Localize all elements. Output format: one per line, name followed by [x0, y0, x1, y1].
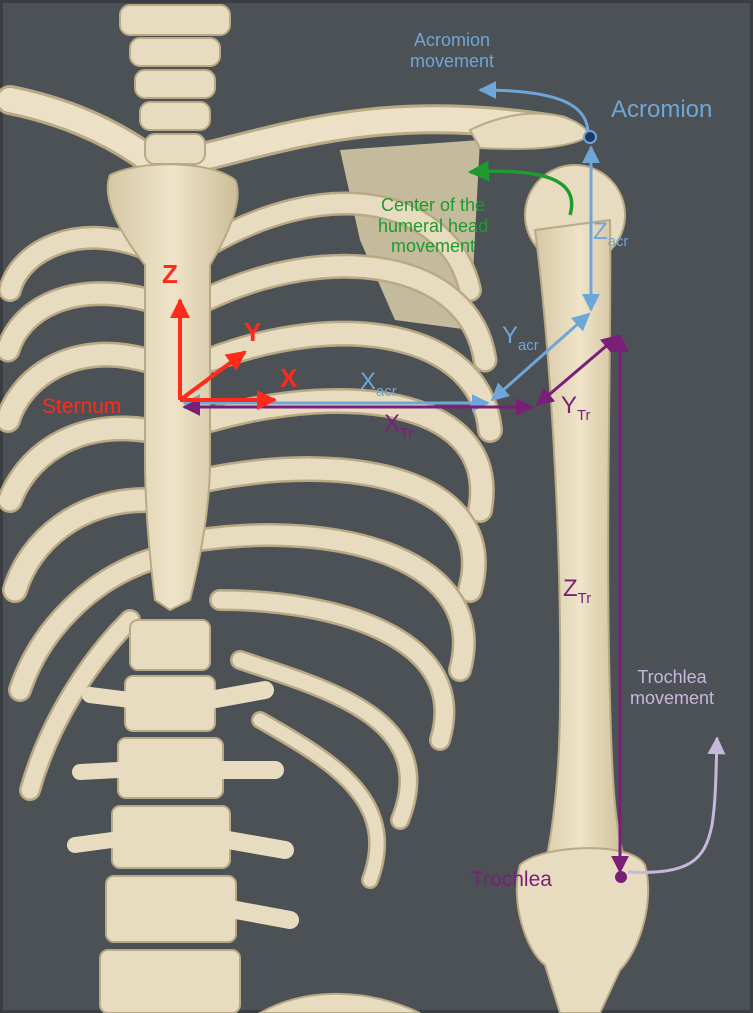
- y-axis-label: Y: [244, 318, 261, 348]
- x-acr-label: Xacr: [360, 368, 397, 396]
- sternum-label: Sternum: [42, 395, 121, 419]
- acromion-point: [584, 131, 596, 143]
- z-axis-label: Z: [162, 260, 178, 290]
- x-axis-label: X: [280, 364, 297, 394]
- y-acr-label: Yacr: [502, 322, 539, 350]
- trochlea-label: Trochlea: [471, 868, 552, 892]
- trochlea-movement-label: Trochlea movement: [630, 667, 714, 708]
- acromion-movement-label: Acromion movement: [410, 30, 494, 71]
- y-tr-label: YTr: [561, 392, 591, 420]
- x-tr-label: XTr: [384, 410, 414, 438]
- z-tr-label: ZTr: [563, 575, 591, 603]
- acromion-label: Acromion: [611, 96, 712, 124]
- z-acr-label: Zacr: [593, 218, 628, 246]
- humeral-head-movement-label: Center of the humeral head movement: [378, 195, 488, 257]
- trochlea-point: [615, 871, 627, 883]
